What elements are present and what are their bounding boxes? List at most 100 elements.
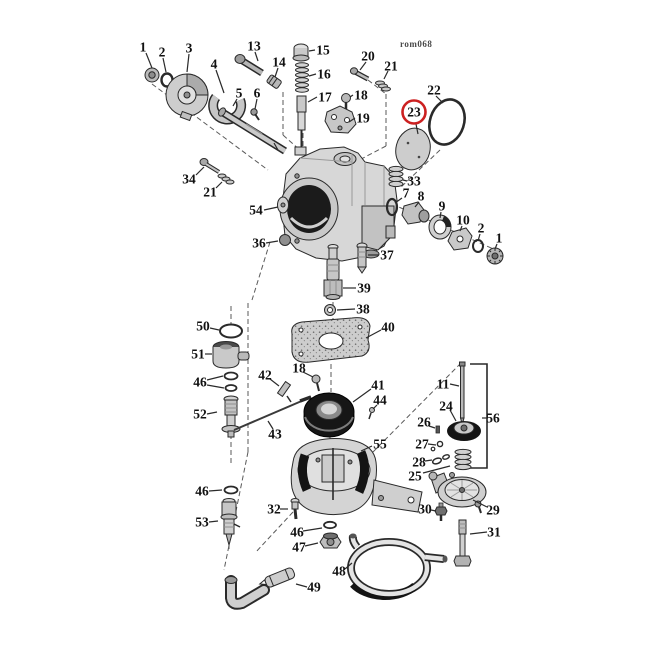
part-number-label: 15: [316, 43, 330, 58]
bracket-56-drawing: [470, 363, 488, 469]
leader-line: [344, 562, 353, 570]
spring-16-drawing: [295, 62, 309, 93]
cable-bracket-8-drawing: [401, 201, 430, 225]
part-number-label: 44: [373, 393, 387, 408]
part-number-label: 33: [407, 174, 421, 189]
leader-line: [232, 98, 238, 107]
leader-line: [449, 409, 457, 422]
leader-line: [215, 181, 223, 189]
part-number-label: 21: [203, 185, 217, 200]
part-callout-54: 54: [249, 203, 279, 218]
part-callout-56: 56: [482, 411, 500, 426]
needle-jet-39-drawing: [323, 244, 343, 300]
part-number-label: 26: [417, 415, 431, 430]
leader-line: [195, 166, 205, 176]
screw-6-drawing: [250, 108, 260, 121]
part-callout-13: 13: [247, 39, 261, 62]
part-callout-18: 18: [292, 361, 314, 378]
part-number-label: 1: [140, 40, 147, 55]
part-callout-30: 30: [418, 502, 437, 517]
accel-pump-52-drawing: [221, 395, 241, 438]
bolt-37-drawing: [356, 242, 368, 274]
part-number-label: 21: [384, 59, 398, 74]
nozzle-42-drawing: [276, 380, 292, 403]
part-number-label: 52: [193, 407, 207, 422]
pump-cover-29-drawing: [428, 471, 487, 514]
part-callout-22: 22: [427, 83, 444, 104]
part-number-label: 34: [182, 172, 196, 187]
leader-line: [414, 201, 420, 208]
spring-33-drawing: [388, 165, 404, 188]
leader-line: [254, 98, 258, 110]
figure-code: rom068: [400, 39, 432, 49]
part-callout-42: 42: [258, 368, 280, 387]
pump-rod-43-drawing: [233, 395, 312, 431]
leader-line: [422, 465, 451, 474]
leader-line: [304, 542, 319, 547]
part-callout-44: 44: [372, 393, 387, 410]
spring-25-drawing: [454, 448, 472, 471]
float-bowl-55-drawing: [290, 438, 423, 516]
part-number-label: 22: [427, 83, 441, 98]
leader-line: [206, 384, 225, 389]
washer-2b-drawing: [472, 239, 484, 253]
part-callout-21: 21: [203, 181, 223, 200]
part-callout-1: 1: [494, 231, 503, 250]
part-number-label: 14: [272, 55, 286, 70]
part-callout-46: 46: [290, 525, 323, 540]
part-number-label: 2: [478, 221, 485, 236]
leader-line: [348, 117, 356, 123]
leader-line: [383, 70, 389, 80]
part-number-label: 4: [211, 57, 218, 72]
part-number-label: 37: [380, 248, 394, 263]
leader-line: [428, 425, 436, 429]
leader-line: [435, 95, 444, 104]
part-number-label: 19: [356, 111, 370, 126]
leader-line: [162, 57, 167, 73]
part-number-label: 23: [407, 105, 421, 120]
leader-line: [336, 308, 356, 311]
part-callout-7: 7: [394, 186, 410, 204]
diaphragm-cover-drawing: [165, 73, 209, 122]
leader-line: [427, 443, 437, 446]
part-number-label: 46: [195, 484, 209, 499]
part-number-label: 30: [418, 502, 432, 517]
o-rings-28-drawing: [431, 454, 450, 465]
leader-line: [254, 51, 259, 62]
part-number-label: 51: [191, 347, 205, 362]
part-callout-37: 37: [368, 248, 394, 263]
leader-line: [365, 329, 382, 339]
guide-ring-9-drawing: [428, 214, 452, 240]
leader-line: [295, 583, 308, 588]
screw-20-drawing: [349, 67, 370, 82]
part-number-label: 27: [415, 437, 429, 452]
part-number-label: 13: [247, 39, 261, 54]
hose-nut-47-drawing: [319, 532, 342, 549]
part-callout-32: 32: [267, 502, 288, 517]
part-callout-6: 6: [254, 86, 261, 110]
part-number-label: 42: [258, 368, 272, 383]
part-callout-36: 36: [252, 236, 279, 251]
part-number-label: 55: [373, 437, 387, 452]
part-number-label: 47: [292, 540, 306, 555]
leader-line: [424, 459, 433, 462]
part-number-label: 54: [249, 203, 263, 218]
part-callout-1: 1: [140, 40, 153, 69]
leader-line: [308, 73, 317, 77]
part-callout-52: 52: [193, 407, 218, 422]
bracket-19-drawing: [324, 105, 357, 134]
part-number-label: 8: [418, 189, 425, 204]
part-callout-39: 39: [343, 281, 371, 296]
part-number-label: 41: [371, 378, 385, 393]
part-callout-50: 50: [196, 319, 220, 334]
part-number-label: 28: [412, 455, 426, 470]
leader-line: [477, 233, 481, 242]
o-ring-46c-drawing: [223, 485, 239, 495]
part-callout-18: 18: [349, 88, 368, 103]
highlight-circle: [401, 99, 427, 125]
part-callout-46: 46: [195, 484, 223, 499]
part-number-label: 46: [290, 525, 304, 540]
